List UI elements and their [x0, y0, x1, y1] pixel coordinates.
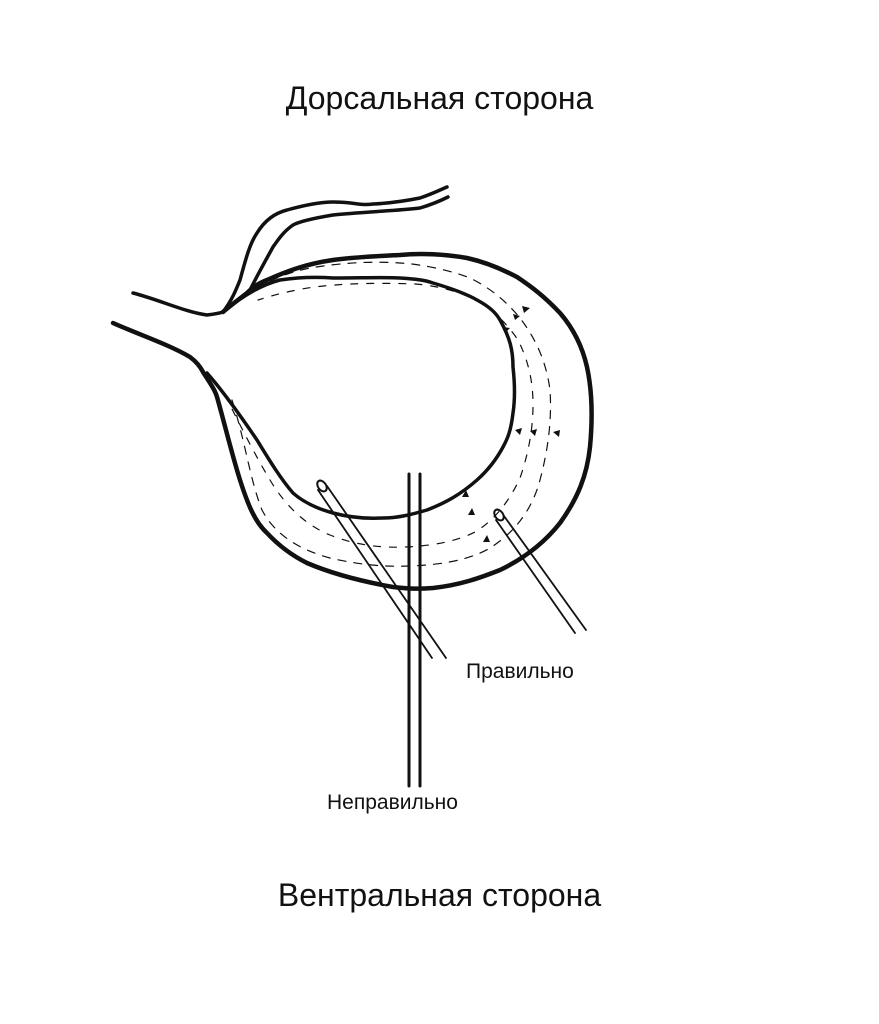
correct-needle-a-side1	[317, 489, 433, 659]
duct-inner-line	[248, 195, 450, 292]
correct-needle-b-tip	[493, 508, 505, 522]
correct-needle-a-tip	[316, 479, 328, 493]
dorsal-side-label: Дорсальная сторона	[285, 80, 594, 116]
dashed-layer-outer	[231, 261, 552, 567]
outer-wall	[110, 251, 594, 591]
correct-needle-a-side2	[326, 485, 447, 659]
incorrect-label: Неправильно	[327, 791, 458, 814]
correct-label: Правильно	[466, 660, 574, 683]
arrowhead-icon	[553, 430, 560, 437]
arrowhead-icon	[513, 314, 520, 320]
arrowhead-icon	[462, 490, 469, 497]
correct-needle-b-side1	[495, 519, 576, 634]
inner-wall	[205, 275, 517, 520]
duct-outer-line	[131, 185, 449, 317]
dashed-layer-inner	[224, 282, 534, 548]
arrowhead-icon	[468, 508, 475, 515]
correct-needle-b-side2	[503, 515, 587, 631]
arrowhead-icon	[515, 428, 522, 435]
ventral-side-label: Вентральная сторона	[277, 877, 602, 913]
arrowhead-icon	[522, 306, 530, 313]
arrowhead-icon	[503, 327, 510, 333]
arrowhead-icon	[530, 429, 537, 436]
arrowhead-icon	[483, 535, 490, 542]
